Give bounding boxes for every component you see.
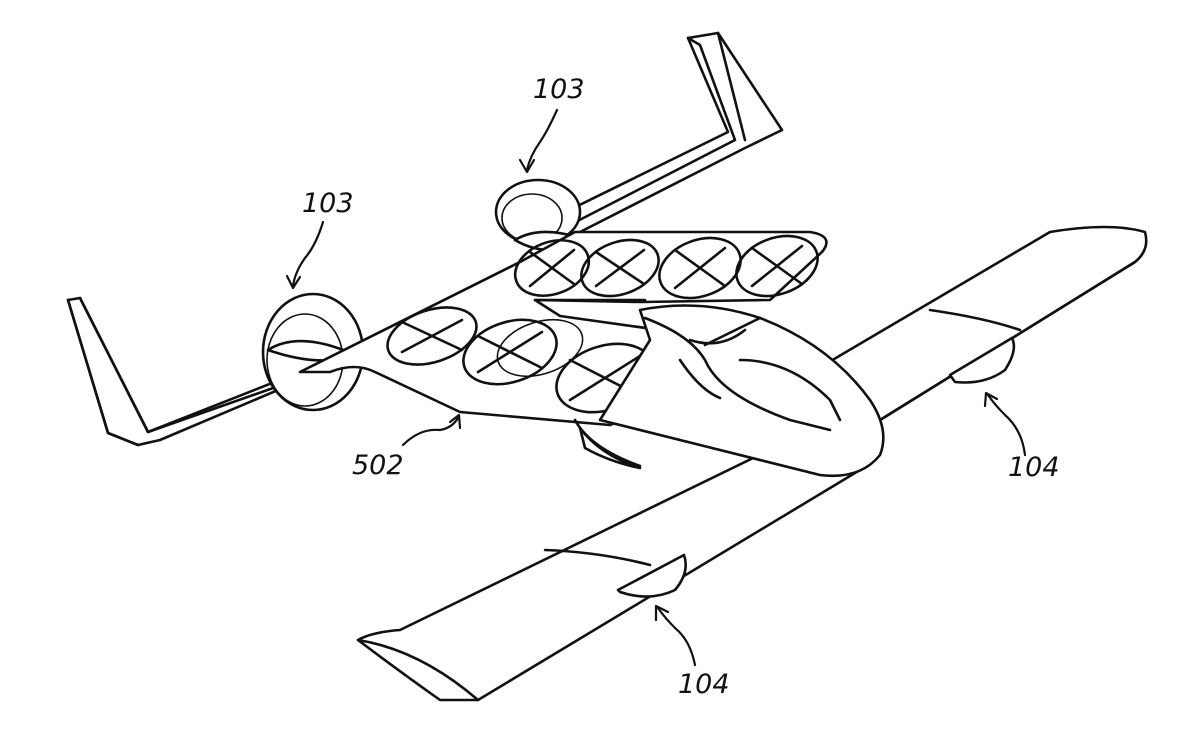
rotor-upper-1: [513, 239, 591, 297]
leader-103-upper-arrow: [518, 158, 536, 174]
label-502: 502: [352, 450, 404, 481]
leader-104-right: [986, 393, 1027, 457]
rotor-upper-4: [735, 234, 819, 298]
leader-104-right-arrow: [983, 391, 999, 408]
leader-103-left-arrow: [285, 274, 302, 290]
leader-103-upper: [525, 108, 559, 172]
fuselage: [573, 304, 885, 478]
rotor-lower-2: [462, 318, 558, 386]
rotor-lower-3: [496, 318, 584, 378]
leader-103-left: [291, 220, 325, 288]
label-104-right: 104: [1008, 452, 1060, 483]
leader-104-left: [656, 606, 697, 667]
leader-104-left-arrow: [654, 604, 670, 622]
rear-rotor-upper: [494, 178, 582, 252]
label-104-left: 104: [678, 669, 730, 700]
leader-lines: [285, 108, 1027, 667]
label-103-left: 103: [302, 188, 354, 219]
label-103-upper: 103: [533, 74, 585, 105]
upper-rear-wing: [543, 31, 784, 234]
front-wing-right: [788, 225, 1148, 422]
rotor-upper-3: [658, 236, 742, 300]
leader-502-arrow: [448, 413, 462, 430]
front-wing-left: [356, 438, 862, 702]
rotor-lower-1: [386, 306, 478, 366]
leader-502: [401, 416, 460, 447]
rotor-upper-2: [580, 238, 660, 298]
rotor-row-upper: [513, 234, 819, 300]
